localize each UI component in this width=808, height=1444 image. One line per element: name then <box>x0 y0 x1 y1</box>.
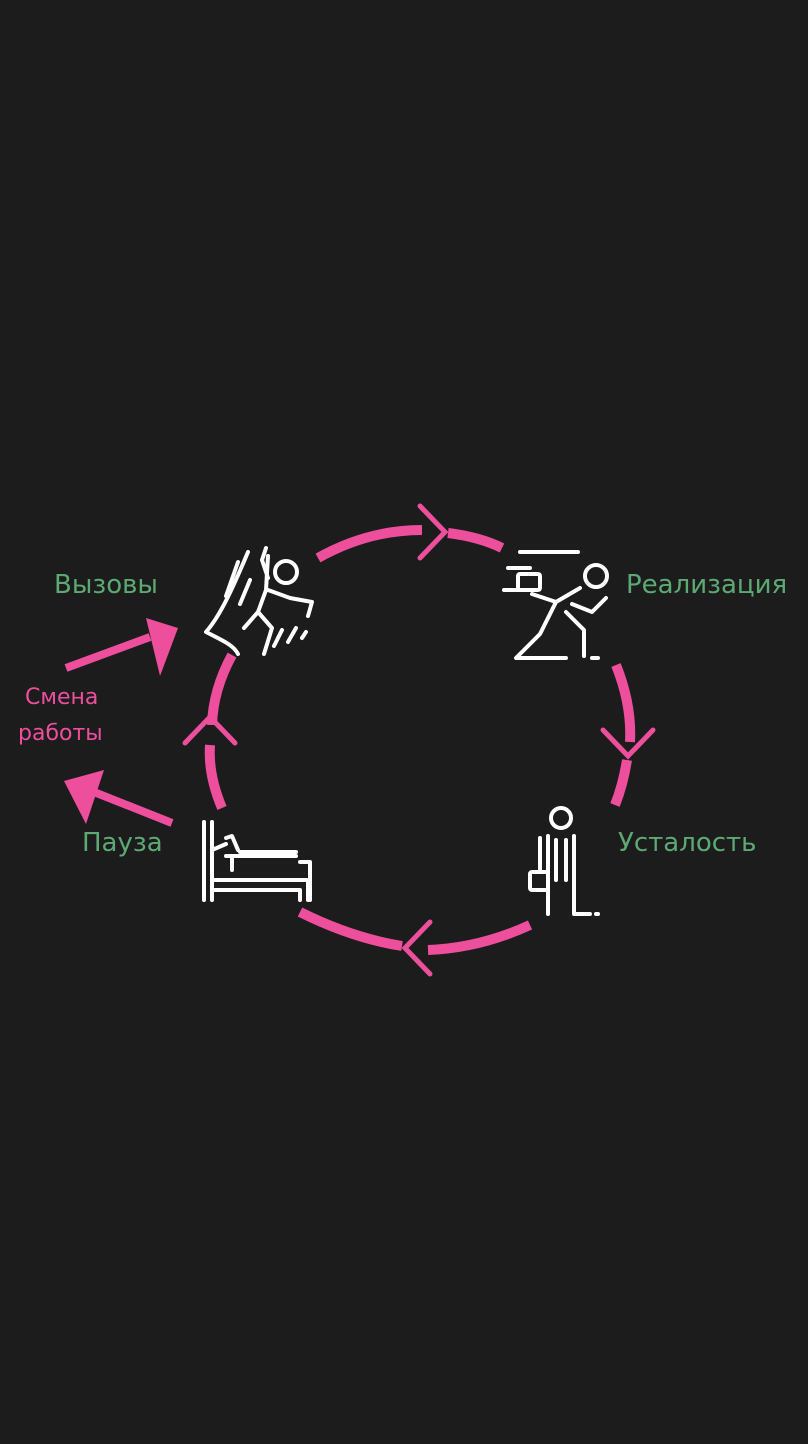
chevron-down-icon <box>600 727 656 760</box>
chevron-left-icon <box>401 919 433 977</box>
bed-icon <box>202 820 312 902</box>
arc-challenges-to-realization <box>315 525 423 563</box>
arrow-out-of-pause-shaft <box>92 788 174 827</box>
arrow-into-challenges-head <box>146 618 178 676</box>
climber-icon <box>204 546 314 656</box>
arrow-out-of-pause-head <box>64 770 104 824</box>
stage-label-pause: Пауза <box>82 828 163 858</box>
arc-fatigue-inbound <box>610 759 632 807</box>
cycle-chevrons <box>182 503 656 977</box>
stage-label-realization: Реализация <box>626 570 787 600</box>
arc-fatigue-to-pause <box>427 920 533 955</box>
arc-pause-to-challenges <box>204 744 227 810</box>
chevron-right-icon <box>417 503 449 561</box>
arc-challenges-inbound <box>207 652 237 726</box>
exit-arrows <box>64 618 178 827</box>
arc-realization-to-fatigue <box>611 663 636 743</box>
cycle-ring <box>204 525 636 955</box>
chevron-up-icon <box>182 713 238 746</box>
stage-label-challenges: Вызовы <box>54 570 158 600</box>
arc-pause-inbound <box>297 907 403 951</box>
exit-label-line1: Смена <box>25 685 98 710</box>
arc-realization-inbound <box>447 528 505 553</box>
running-businessman-icon <box>502 550 609 660</box>
exit-label-line2: работы <box>18 721 103 746</box>
stage-label-fatigue: Усталость <box>618 828 757 858</box>
standing-person-briefcase-icon <box>528 806 600 916</box>
arrow-into-challenges-shaft <box>64 633 152 672</box>
